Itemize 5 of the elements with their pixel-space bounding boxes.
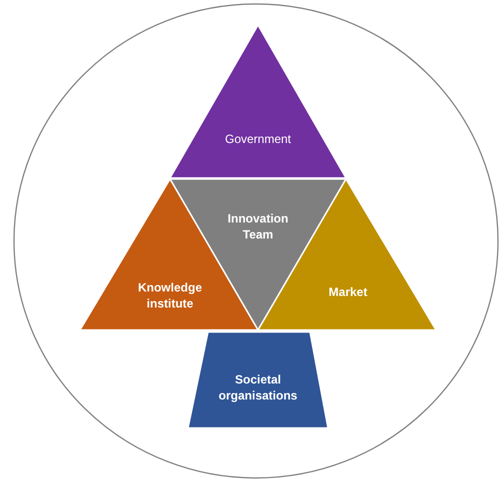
node-label: Government <box>224 132 292 148</box>
node-label: Market <box>328 285 368 301</box>
node-label: Innovation Team <box>226 211 290 243</box>
node-label: Societal organisations <box>218 372 298 404</box>
node-label: Knowledge institute <box>136 280 203 312</box>
